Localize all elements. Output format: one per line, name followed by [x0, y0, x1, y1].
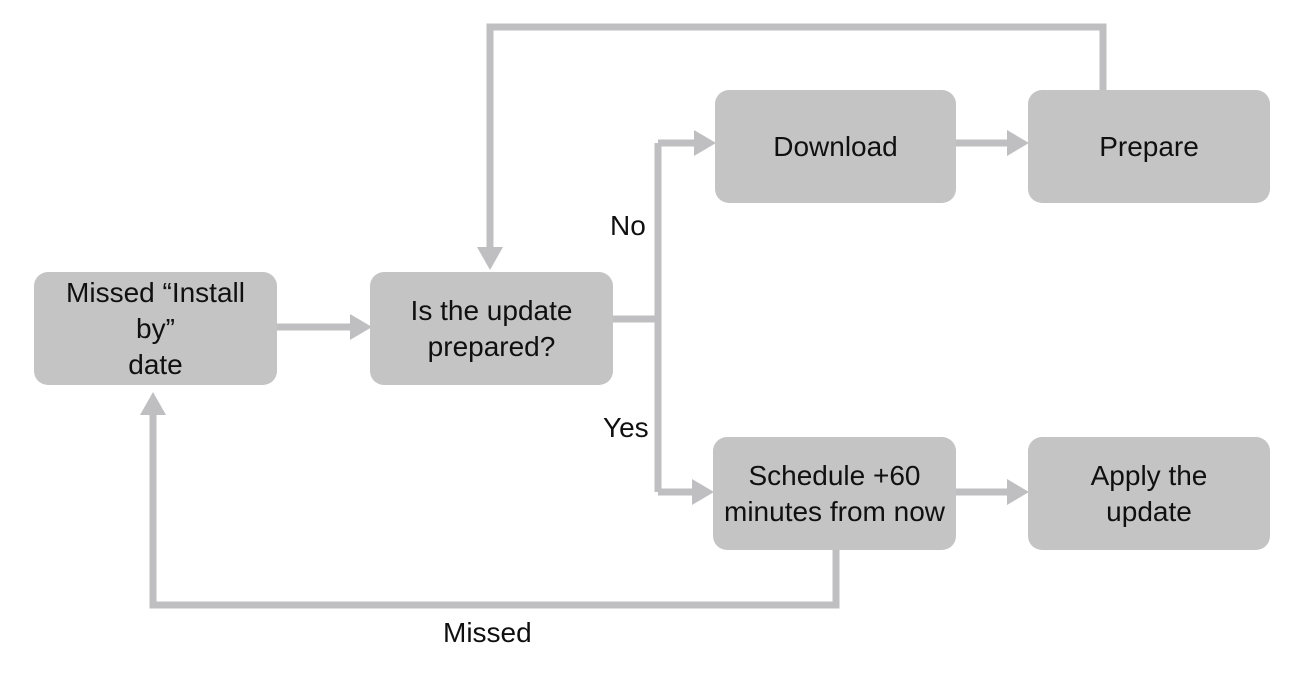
edge-label-no: No	[610, 210, 646, 241]
node-label: Apply the update	[1090, 459, 1208, 527]
node-label: Download	[773, 130, 898, 162]
edge-prepare-to-question	[477, 23, 1107, 270]
node-prepare[interactable]: Prepare	[1028, 90, 1270, 203]
node-apply-the-update[interactable]: Apply the update	[1028, 437, 1270, 550]
node-schedule-60-minutes[interactable]: Schedule +60 minutes from now	[713, 437, 956, 550]
node-missed-install-by-date[interactable]: Missed “Install by” date	[34, 272, 277, 385]
edge-schedule-to-apply	[956, 479, 1029, 505]
edge-question-split	[613, 143, 662, 492]
edge-question-to-schedule	[658, 479, 714, 505]
node-label: Schedule +60 minutes from now	[724, 459, 945, 527]
node-label: Is the update prepared?	[410, 294, 573, 362]
edge-download-to-prepare	[956, 130, 1029, 156]
edge-label-yes: Yes	[603, 412, 649, 443]
edge-label-missed: Missed	[443, 617, 532, 648]
node-label: Prepare	[1099, 130, 1199, 162]
node-download[interactable]: Download	[715, 90, 956, 203]
edge-schedule-to-missed	[140, 392, 840, 609]
edge-missed-to-question	[277, 314, 372, 340]
node-is-update-prepared[interactable]: Is the update prepared?	[370, 272, 613, 385]
edge-question-to-download	[658, 130, 716, 156]
node-label: Missed “Install by” date	[66, 276, 245, 380]
